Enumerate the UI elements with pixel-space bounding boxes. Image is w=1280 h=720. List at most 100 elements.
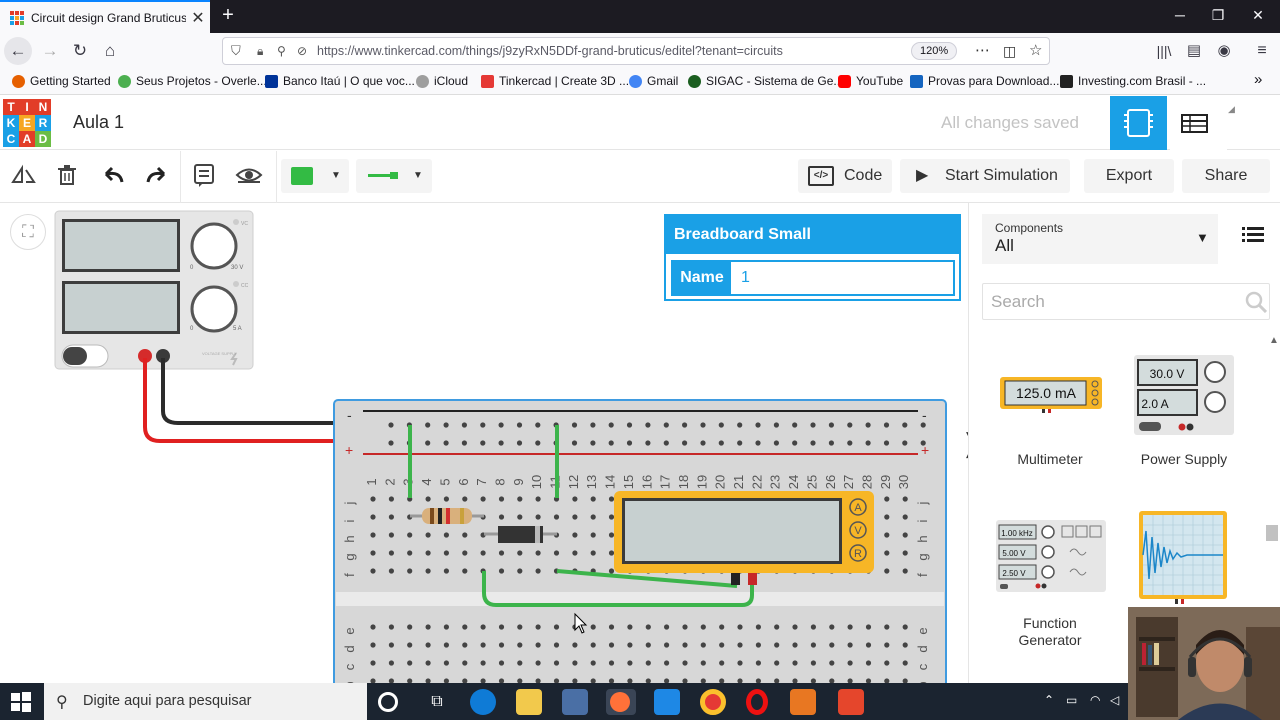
breadboard-hole[interactable] (516, 440, 523, 446)
redo-icon[interactable] (140, 160, 174, 194)
breadboard-hole[interactable] (719, 624, 725, 630)
green-wire[interactable] (556, 569, 738, 588)
permissions-icon[interactable]: ⚲ (277, 44, 286, 58)
chrome-icon[interactable] (700, 689, 726, 715)
breadboard-hole[interactable] (535, 624, 541, 630)
name-field-value[interactable]: 1 (741, 269, 750, 286)
breadboard-hole[interactable] (480, 422, 486, 428)
breadboard-hole[interactable] (682, 624, 688, 630)
pocket-icon[interactable]: ◫ (1003, 43, 1017, 59)
breadboard-hole[interactable] (480, 550, 486, 556)
breadboard-hole[interactable] (480, 642, 486, 648)
breadboard-hole[interactable] (792, 642, 798, 648)
breadboard-hole[interactable] (425, 624, 431, 630)
breadboard-hole[interactable] (590, 550, 596, 556)
breadboard-hole[interactable] (627, 678, 633, 683)
breadboard-hole[interactable] (553, 624, 560, 630)
breadboard-hole[interactable] (682, 422, 688, 428)
breadboard-hole[interactable] (865, 660, 872, 666)
breadboard-hole[interactable] (590, 440, 596, 446)
breadboard-hole[interactable] (755, 642, 762, 648)
bookmark-investing[interactable]: Investing.com Brasil - ... (1060, 74, 1206, 88)
breadboard-hole[interactable] (645, 660, 651, 666)
breadboard-hole[interactable] (700, 440, 706, 446)
breadboard-hole[interactable] (847, 422, 853, 428)
breadboard-hole[interactable] (774, 678, 780, 683)
breadboard-hole[interactable] (627, 624, 633, 630)
task-view-icon[interactable]: ⧉ (431, 693, 443, 710)
breadboard-hole[interactable] (517, 550, 523, 556)
breadboard-hole[interactable] (370, 568, 376, 574)
breadboard-hole[interactable] (425, 678, 431, 683)
breadboard-hole[interactable] (462, 624, 468, 630)
breadboard-hole[interactable] (737, 422, 743, 428)
breadboard-hole[interactable] (553, 642, 560, 648)
account-icon[interactable]: ◉ (1217, 42, 1231, 59)
breadboard-hole[interactable] (462, 550, 468, 556)
breadboard-hole[interactable] (755, 422, 761, 428)
resistor[interactable] (410, 508, 484, 524)
breadboard-hole[interactable] (682, 440, 688, 446)
breadboard-hole[interactable] (737, 678, 743, 683)
breadboard-hole[interactable] (443, 642, 449, 648)
bookmark-getting-started[interactable]: Getting Started (12, 74, 111, 88)
breadboard-hole[interactable] (902, 514, 908, 520)
breadboard-hole[interactable] (516, 422, 523, 428)
breadboard-hole[interactable] (810, 642, 817, 648)
library-icon[interactable]: |||\ (1156, 43, 1172, 59)
breadboard-hole[interactable] (517, 514, 523, 520)
breadboard-hole[interactable] (902, 678, 908, 683)
breadboard-hole[interactable] (535, 550, 541, 556)
tab-close-icon[interactable]: ✕ (191, 9, 205, 27)
breadboard-hole[interactable] (810, 624, 817, 630)
component-oscilloscope[interactable] (1137, 509, 1233, 605)
breadboard-hole[interactable] (719, 678, 725, 683)
breadboard-hole[interactable] (572, 660, 578, 666)
breadboard-hole[interactable] (498, 496, 505, 502)
breadboard-hole[interactable] (425, 440, 431, 446)
multimeter[interactable] (614, 491, 874, 585)
breadboard-hole[interactable] (553, 678, 560, 683)
breadboard-hole[interactable] (443, 624, 449, 630)
breadboard-hole[interactable] (388, 550, 394, 556)
breadboard-hole[interactable] (370, 532, 376, 538)
breadboard-hole[interactable] (902, 642, 908, 648)
breadboard-hole[interactable] (792, 422, 798, 428)
breadboard-hole[interactable] (883, 440, 890, 446)
component-multimeter[interactable]: 125.0 mA Multimeter (994, 373, 1106, 473)
breadboard-hole[interactable] (755, 624, 762, 630)
breadboard-hole[interactable] (572, 496, 578, 502)
breadboard-hole[interactable] (461, 440, 467, 446)
breadboard-hole[interactable] (828, 440, 835, 446)
breadboard-hole[interactable] (571, 422, 578, 428)
breadboard-hole[interactable] (498, 440, 504, 446)
chevron-up-icon[interactable]: ⌃ (1044, 693, 1055, 707)
breadboard-hole[interactable] (847, 440, 853, 446)
breadboard-hole[interactable] (865, 678, 872, 683)
breadboard-hole[interactable] (737, 624, 743, 630)
breadboard-hole[interactable] (682, 660, 688, 666)
black-wire[interactable] (161, 358, 375, 425)
breadboard-hole[interactable] (462, 678, 468, 683)
panel-scrollbar-thumb[interactable] (1266, 525, 1278, 541)
breadboard-hole[interactable] (498, 514, 505, 520)
breadboard-hole[interactable] (388, 568, 394, 574)
breadboard-hole[interactable] (608, 440, 614, 446)
breadboard-hole[interactable] (425, 550, 431, 556)
breadboard-hole[interactable] (902, 660, 908, 666)
breadboard-hole[interactable] (462, 532, 468, 538)
breadboard-hole[interactable] (498, 422, 504, 428)
breadboard-hole[interactable] (865, 624, 872, 630)
forward-arrow-icon[interactable]: → (41, 41, 59, 60)
breadboard-hole[interactable] (700, 642, 706, 648)
breadboard-hole[interactable] (700, 660, 706, 666)
wire-type-picker[interactable]: ▼ (356, 159, 432, 193)
project-title[interactable]: Aula 1 (73, 112, 125, 132)
breadboard-hole[interactable] (737, 440, 743, 446)
star-bookmark-icon[interactable]: ☆ (1029, 42, 1043, 59)
zoom-level[interactable]: 120% (911, 42, 958, 60)
breadboard-hole[interactable] (810, 660, 817, 666)
multimeter-ohmmeter-mode[interactable]: R (854, 548, 862, 560)
breadboard-hole[interactable] (884, 514, 890, 520)
windows-start-icon[interactable] (10, 691, 32, 713)
